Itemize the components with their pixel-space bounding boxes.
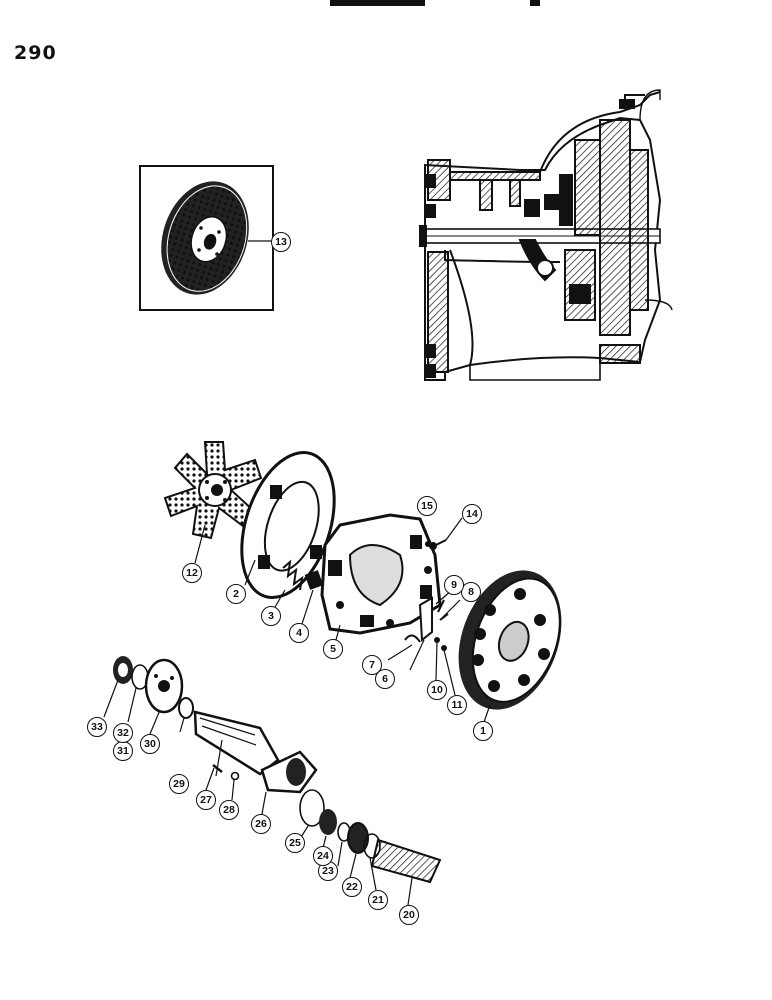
callout-22: 22 xyxy=(342,877,362,897)
drive-shaft-illustration xyxy=(193,710,280,776)
clutch-assembly-illustration xyxy=(458,570,562,710)
callout-11: 11 xyxy=(447,695,467,715)
clutch-disc-illustration xyxy=(161,181,249,295)
callout-12: 12 xyxy=(182,563,202,583)
callout-2: 2 xyxy=(226,584,246,604)
callout-14: 14 xyxy=(462,504,482,524)
callout-8: 8 xyxy=(461,582,481,602)
release-lever-illustration xyxy=(418,596,433,642)
callout-15: 15 xyxy=(417,496,437,516)
flange-illustration xyxy=(144,658,184,714)
callout-7: 7 xyxy=(362,655,382,675)
callout-27: 27 xyxy=(196,790,216,810)
spring-illustration xyxy=(282,559,304,591)
bearing-illustration xyxy=(319,809,337,835)
seal-illustration xyxy=(113,656,133,684)
callout-10: 10 xyxy=(427,680,447,700)
o-ring-2-illustration xyxy=(299,789,325,827)
callout-9: 9 xyxy=(444,575,464,595)
pressure-plate-illustration xyxy=(240,450,336,600)
callout-33: 33 xyxy=(87,717,107,737)
driven-disc-illustration xyxy=(163,441,263,540)
spring-cup-illustration xyxy=(304,570,324,590)
snap-ring-illustration xyxy=(178,697,194,719)
lock-washer-illustration xyxy=(230,771,240,781)
collar-illustration xyxy=(347,822,369,854)
callout-13: 13 xyxy=(271,232,291,252)
callout-26: 26 xyxy=(251,814,271,834)
callout-3: 3 xyxy=(261,606,281,626)
callout-20: 20 xyxy=(399,905,419,925)
sleeve-illustration xyxy=(370,838,442,884)
adjusting-screw-illustration xyxy=(434,637,440,643)
callout-31: 31 xyxy=(113,741,133,761)
callout-29: 29 xyxy=(169,774,189,794)
callout-30: 30 xyxy=(140,734,160,754)
page-header-rule xyxy=(300,0,600,6)
callout-24: 24 xyxy=(313,846,333,866)
lever-pin-illustration xyxy=(437,599,445,613)
callout-4: 4 xyxy=(289,623,309,643)
callout-28: 28 xyxy=(219,800,239,820)
callout-23: 23 xyxy=(318,861,338,881)
lever-spring-illustration xyxy=(439,613,449,621)
callout-6: 6 xyxy=(375,669,395,689)
bolt-illustration xyxy=(429,539,447,550)
page-number: 290 xyxy=(14,42,57,64)
callout-5: 5 xyxy=(323,639,343,659)
lock-nut-illustration xyxy=(441,645,447,651)
callout-21: 21 xyxy=(368,890,388,910)
callout-1: 1 xyxy=(473,721,493,741)
spring-clip-illustration xyxy=(404,634,421,643)
callout-25: 25 xyxy=(285,833,305,853)
bearing-housing-illustration xyxy=(260,750,318,794)
clutch-housing-cross-section xyxy=(419,89,673,381)
clutch-cover-illustration xyxy=(320,513,442,635)
leader-lines xyxy=(103,517,491,906)
callout-32: 32 xyxy=(113,723,133,743)
